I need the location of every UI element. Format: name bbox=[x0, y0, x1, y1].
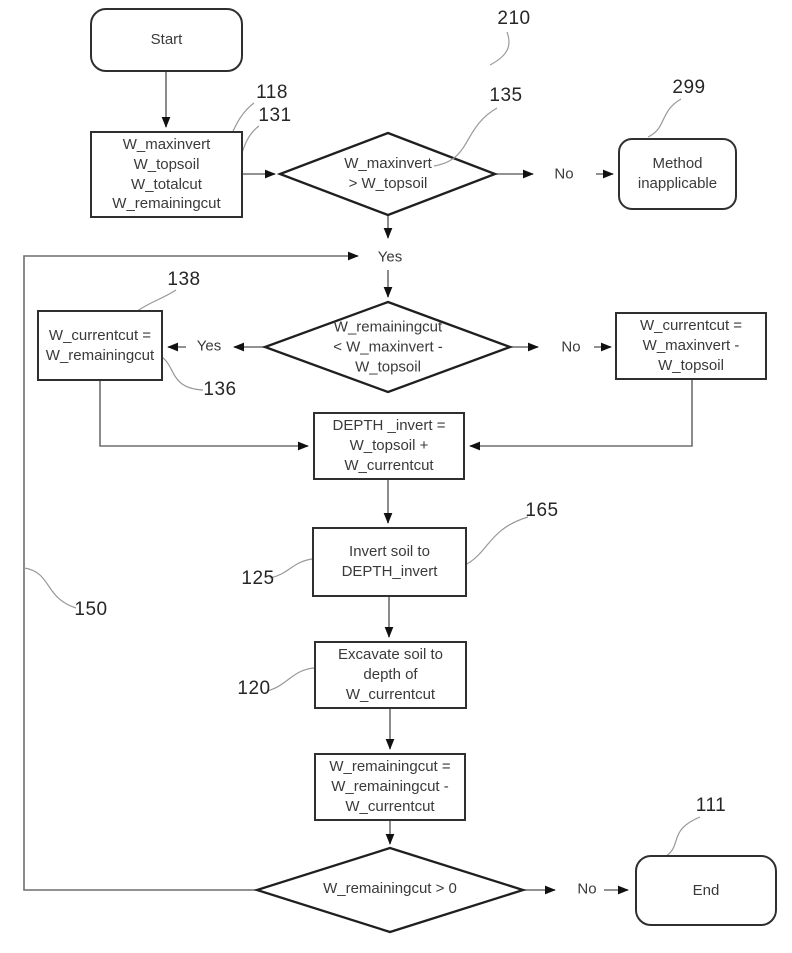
update-remainingcut-node: W_remainingcut = W_remainingcut - W_curr… bbox=[314, 753, 466, 821]
end-node: End bbox=[635, 855, 777, 926]
ref-136: 136 bbox=[203, 379, 237, 400]
leader-120 bbox=[266, 667, 315, 692]
ref-138: 138 bbox=[167, 269, 201, 290]
end-label: End bbox=[692, 881, 720, 899]
ref-125: 125 bbox=[241, 568, 275, 589]
start-label: Start bbox=[150, 31, 183, 49]
assign-from-remainingcut-label: W_currentcut = W_remainingcut bbox=[45, 326, 155, 364]
ref-120: 120 bbox=[237, 678, 271, 699]
edge-label-no-top: No bbox=[554, 165, 574, 183]
edge-label-no-mid: No bbox=[561, 338, 581, 356]
depth-invert-node: DEPTH _invert = W_topsoil + W_currentcut bbox=[313, 412, 465, 480]
edge-loop-back bbox=[23, 251, 359, 891]
params-node: W_maxinvert W_topsoil W_totalcut W_remai… bbox=[90, 131, 243, 218]
edge-label-no-bottom: No bbox=[577, 880, 597, 898]
leader-299 bbox=[647, 98, 682, 138]
assign-from-remainingcut-node: W_currentcut = W_remainingcut bbox=[37, 310, 163, 381]
ref-111: 111 bbox=[695, 795, 727, 816]
decision-diamonds bbox=[253, 131, 527, 934]
start-node: Start bbox=[90, 8, 243, 72]
decision-maxinvert-shape bbox=[276, 131, 499, 217]
decision-loop-label: W_remainingcut > 0 bbox=[323, 880, 457, 898]
connector-lines bbox=[23, 72, 693, 895]
depth-invert-label: DEPTH _invert = W_topsoil + W_currentcut bbox=[332, 417, 446, 474]
decision-remainingcut-shape bbox=[261, 300, 514, 394]
edge-label-yes-mid: Yes bbox=[196, 337, 222, 355]
decision-maxinvert-label: W_maxinvert > W_topsoil bbox=[344, 155, 432, 192]
leader-125 bbox=[269, 558, 313, 579]
ref-135: 135 bbox=[489, 85, 523, 106]
method-inapplicable-node: Method inapplicable bbox=[618, 138, 737, 210]
excavate-soil-label: Excavate soil to depth of W_currentcut bbox=[337, 646, 444, 703]
assign-from-maxinvert-node: W_currentcut = W_maxinvert - W_topsoil bbox=[615, 312, 767, 380]
ref-131: 131 bbox=[258, 105, 292, 126]
params-label: W_maxinvert W_topsoil W_totalcut W_remai… bbox=[112, 135, 221, 213]
invert-soil-label: Invert soil to DEPTH_invert bbox=[341, 543, 438, 580]
ref-165: 165 bbox=[525, 500, 559, 521]
decision-loop-shape bbox=[253, 846, 527, 934]
ref-150: 150 bbox=[74, 599, 108, 620]
edge-label-yes-top: Yes bbox=[377, 248, 403, 266]
edge-right-assign-to-depth bbox=[469, 380, 693, 451]
leader-111 bbox=[665, 816, 701, 857]
leader-210 bbox=[489, 31, 510, 66]
ref-210: 210 bbox=[497, 8, 531, 29]
edge-left-assign-to-depth bbox=[99, 381, 309, 451]
excavate-soil-node: Excavate soil to depth of W_currentcut bbox=[314, 641, 467, 709]
leader-150 bbox=[23, 567, 77, 609]
leader-135 bbox=[433, 107, 498, 167]
ref-299: 299 bbox=[672, 77, 706, 98]
decision-remainingcut-label: W_remainingcut < W_maxinvert - W_topsoil bbox=[333, 318, 443, 375]
invert-soil-node: Invert soil to DEPTH_invert bbox=[312, 527, 467, 597]
leader-136 bbox=[155, 353, 204, 391]
ref-118: 118 bbox=[256, 82, 288, 103]
method-inapplicable-label: Method inapplicable bbox=[637, 155, 718, 192]
update-remainingcut-label: W_remainingcut = W_remainingcut - W_curr… bbox=[329, 758, 451, 815]
assign-from-maxinvert-label: W_currentcut = W_maxinvert - W_topsoil bbox=[639, 317, 743, 374]
